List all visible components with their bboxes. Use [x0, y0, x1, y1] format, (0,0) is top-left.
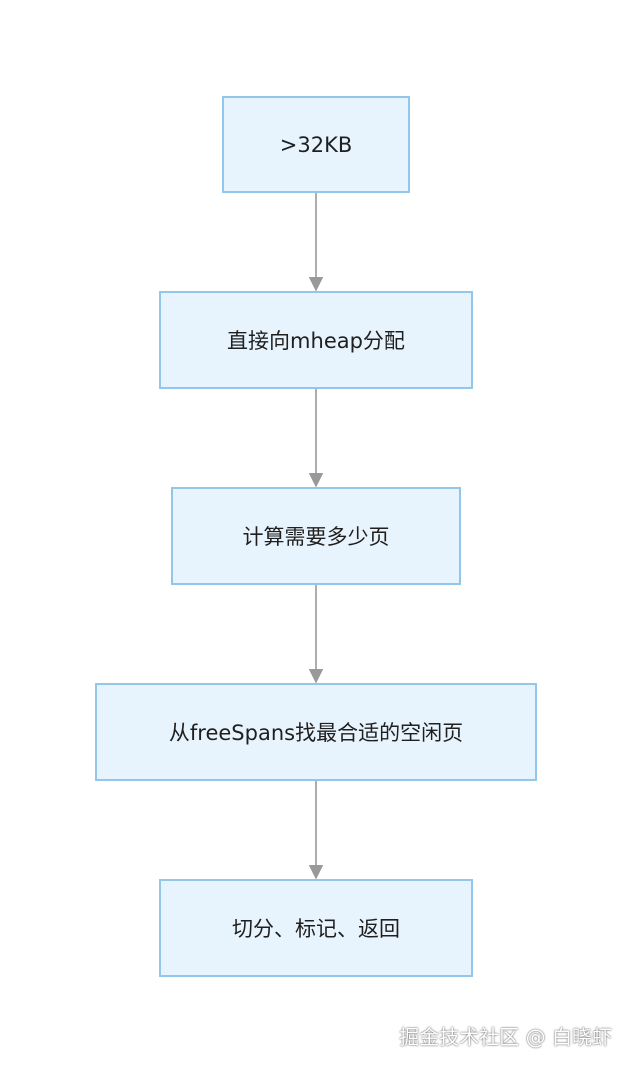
node-size-check-label: >32KB [279, 132, 353, 157]
node-mheap-alloc: 直接向mheap分配 [159, 291, 473, 389]
node-calc-pages: 计算需要多少页 [171, 487, 461, 585]
node-mheap-alloc-label: 直接向mheap分配 [227, 329, 405, 353]
node-split-mark-return: 切分、标记、返回 [159, 879, 473, 977]
watermark-text: 掘金技术社区 @ 白晓虾 [399, 1025, 612, 1049]
node-size-check: >32KB [222, 96, 410, 193]
node-find-freespans-label: 从freeSpans找最合适的空闲页 [168, 721, 464, 745]
node-find-freespans: 从freeSpans找最合适的空闲页 [95, 683, 537, 781]
node-calc-pages-label: 计算需要多少页 [242, 525, 390, 549]
node-split-mark-return-label: 切分、标记、返回 [232, 917, 400, 941]
